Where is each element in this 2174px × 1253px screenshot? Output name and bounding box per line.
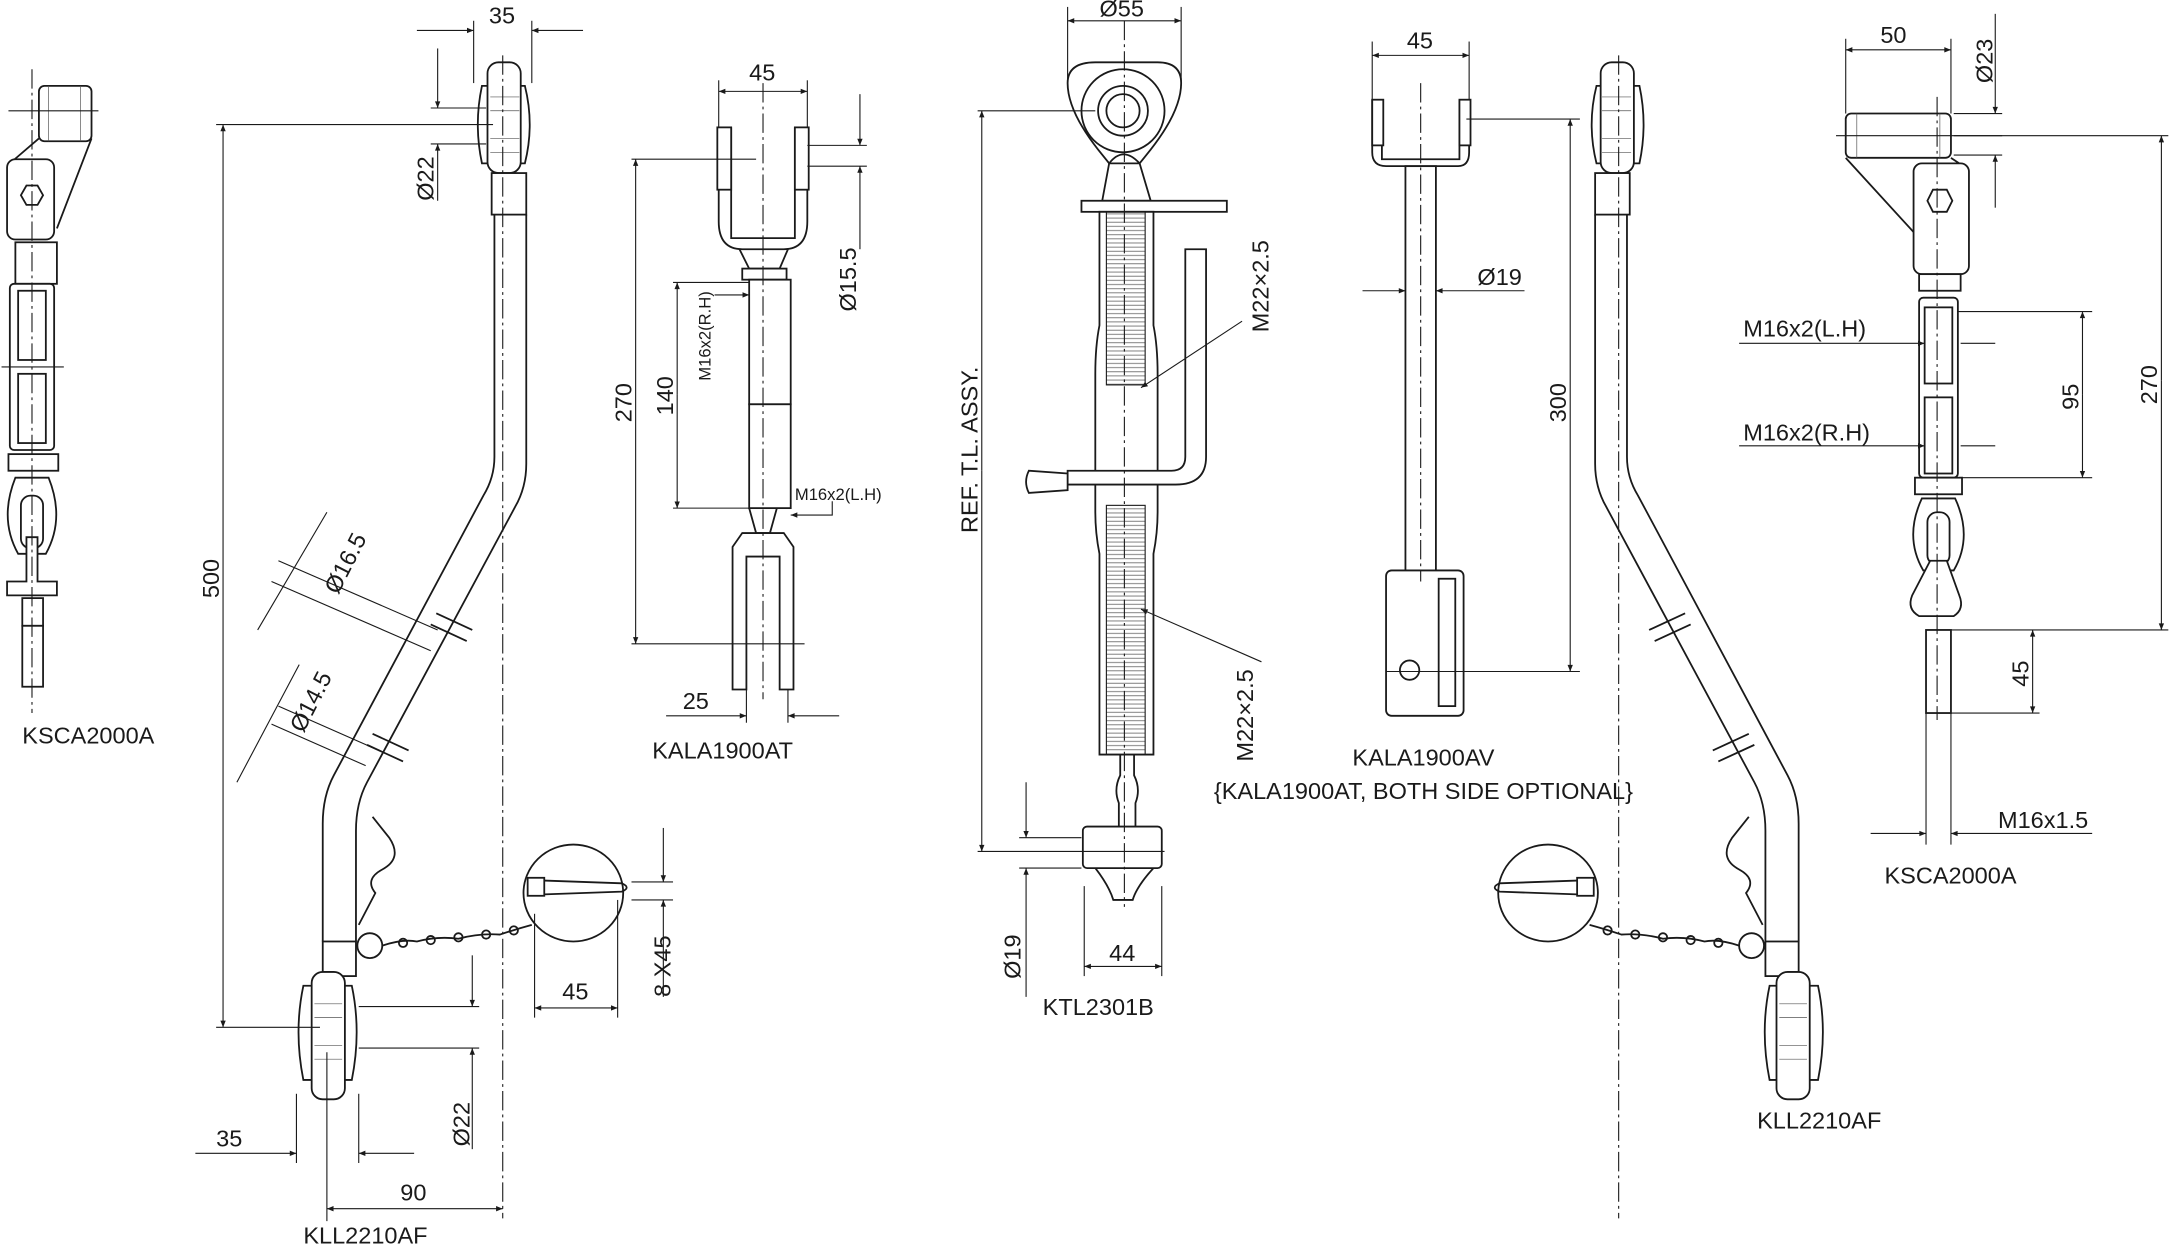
ref-tl-assy-label: REF. T.L. ASSY. (957, 367, 983, 533)
dim-diameter-19: Ø19 (1477, 264, 1521, 290)
part-label-kala1900at: KALA1900AT (652, 738, 793, 764)
dim-thread-m16x1-5: M16x1.5 (1998, 807, 2088, 833)
thread-bottom-label: M22×2.5 (1232, 669, 1258, 761)
thread-lh-label: M16x2(L.H) (1743, 315, 1866, 341)
dim-length-500: 500 (198, 559, 224, 598)
part-label-ksca-right: KSCA2000A (1884, 862, 2016, 888)
dim-diameter-55: Ø55 (1099, 0, 1143, 22)
dim-diameter-16-5: Ø16.5 (319, 529, 371, 598)
dim-diameter-23: Ø23 (1971, 39, 1997, 83)
lift-rod-kala1900av: 45 Ø19 300 KALA1900AV {KALA1900AT, BOTH … (1214, 27, 1633, 803)
dim-bottom-width: 35 (216, 1125, 242, 1151)
stabilizer-ksca-right: 50 Ø23 M16x2(L.H) M16x2(R.H) 95 270 45 M… (1739, 13, 2169, 888)
dim-diameter-19: Ø19 (1000, 934, 1026, 978)
part-label-ktl2301b: KTL2301B (1043, 994, 1154, 1020)
lift-rod-kala1900at: 45 Ø15.5 M16x2(R.H) 270 140 M16x2(L.H) 2… (610, 59, 881, 763)
dim-top-diameter: Ø22 (413, 156, 439, 200)
part-label-kala1900av: KALA1900AV (1352, 745, 1494, 771)
thread-lh-label: M16x2(L.H) (795, 485, 882, 504)
part-note-optional: {KALA1900AT, BOTH SIDE OPTIONAL} (1214, 778, 1633, 804)
thread-rh-label: M16x2(R.H) (1743, 419, 1870, 445)
part-label-ksca-left: KSCA2000A (22, 722, 154, 748)
dim-offset-90: 90 (400, 1179, 426, 1205)
dim-44: 44 (1109, 940, 1135, 966)
lower-link-kll-left: 35 Ø22 500 Ø16.5 Ø14.5 45 8 X45 Ø22 35 9… (195, 3, 675, 1248)
lower-link-kll-right: KLL2210AF (1493, 54, 1881, 1220)
part-label-kll-left: KLL2210AF (303, 1222, 427, 1248)
dim-45: 45 (2007, 661, 2033, 687)
thread-rh-label: M16x2(R.H) (695, 291, 714, 381)
dim-pin-8x45: 8 X45 (649, 935, 675, 996)
part-label-kll-right: KLL2210AF (1757, 1107, 1881, 1133)
dim-140: 140 (652, 376, 678, 415)
dim-width-45: 45 (749, 59, 775, 85)
dim-diameter-15-5: Ø15.5 (835, 247, 861, 311)
dim-270: 270 (2136, 365, 2162, 404)
dim-bottom-diameter: Ø22 (448, 1102, 474, 1146)
dim-width-45: 45 (1407, 27, 1433, 53)
dim-270: 270 (610, 383, 636, 422)
dim-300: 300 (1545, 383, 1571, 422)
thread-top-label: M22×2.5 (1247, 240, 1273, 332)
dim-95: 95 (2057, 384, 2083, 410)
dim-pin-45: 45 (562, 979, 588, 1005)
top-link-ktl2301b: Ø55 REF. T.L. ASSY. M22×2.5 M22×2.5 Ø19 … (957, 0, 1274, 1020)
dim-50: 50 (1880, 22, 1906, 48)
dim-top-width: 35 (489, 3, 515, 29)
dim-25: 25 (683, 688, 709, 714)
stabilizer-ksca-left: KSCA2000A (1, 69, 155, 748)
